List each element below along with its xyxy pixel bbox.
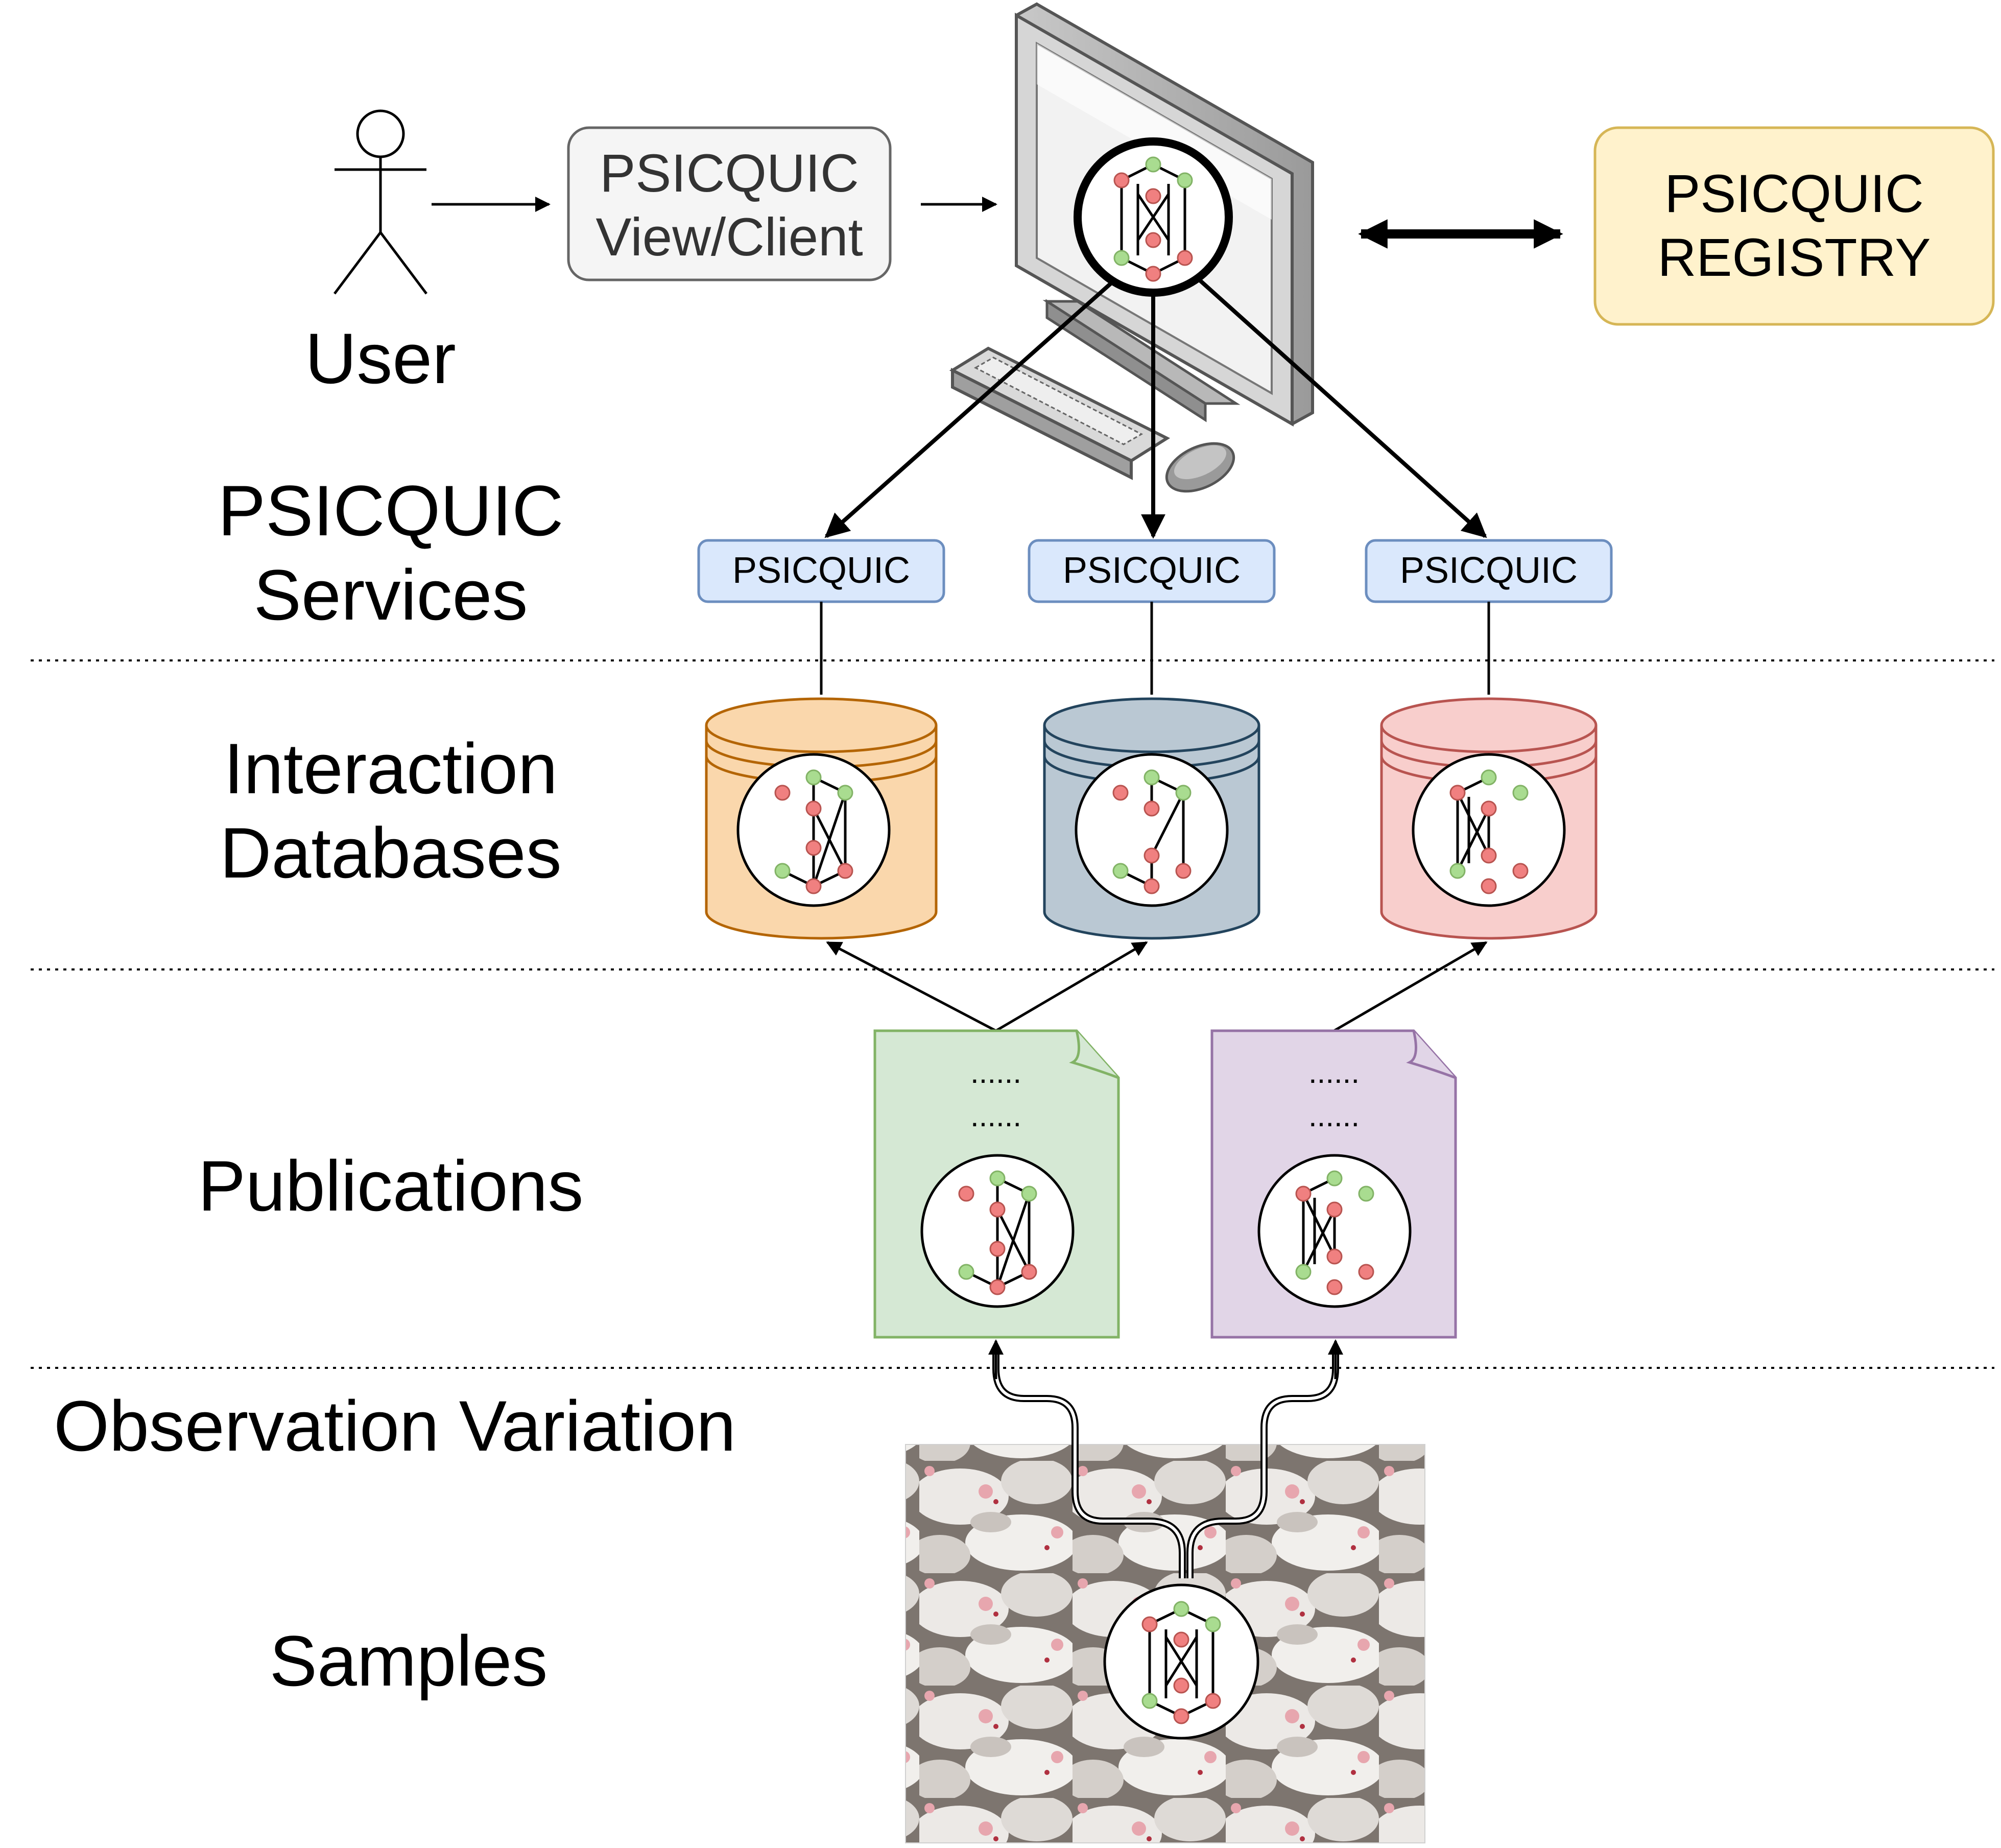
database-2-network-icon [1075,753,1229,907]
service-box-1[interactable]: PSICQUIC [697,539,945,603]
layer-label-databases-line1: Interaction [224,728,558,809]
service-box-2[interactable]: PSICQUIC [1028,539,1276,603]
client-label-line1: PSICQUIC [600,144,859,203]
experiment-arrows [994,1348,1337,1578]
client-label-line2: View/Client [595,207,863,267]
publication-1-text-line2: ...... [970,1099,1021,1133]
publication-1-text-line1: ...... [970,1055,1021,1089]
publication-2-network-icon [1257,1154,1412,1308]
query-arrows [824,277,1487,539]
service-box-3[interactable]: PSICQUIC [1365,539,1613,603]
layer-label-services-line1: PSICQUIC [218,470,564,551]
service-label-1: PSICQUIC [732,550,910,591]
curation-arrow-2 [995,941,1148,1032]
experiment-arrowheads [988,1339,1343,1379]
samples-network-icon [1103,1583,1259,1740]
experiment-arrow-1 [994,1348,1184,1578]
layer-label-databases-line2: Databases [220,813,561,893]
curation-arrow-1 [826,941,997,1032]
service-label-3: PSICQUIC [1400,550,1578,591]
curation-arrow-3 [1333,941,1488,1032]
service-database-connectors [820,602,1490,695]
publication-2-text-line2: ...... [1308,1099,1360,1133]
layer-label-services-line2: Services [254,555,528,635]
publication-2-text-line1: ...... [1308,1055,1360,1089]
registry-label-line2: REGISTRY [1658,228,1931,288]
query-arrow-1 [824,282,1112,538]
service-label-2: PSICQUIC [1063,550,1241,591]
registry-label-line1: PSICQUIC [1664,164,1924,224]
layer-separators [31,659,1994,1369]
layer-label-observation-variation: Observation Variation [54,1386,736,1466]
user-stick-figure-icon [334,109,427,295]
publication-1-network-icon [920,1154,1075,1308]
database-3-network-icon [1412,753,1566,907]
psicquic-client-box[interactable]: PSICQUIC View/Client [567,126,892,281]
user-label: User [305,318,456,398]
central-network-icon [1074,137,1233,297]
layer-label-publications: Publications [198,1146,584,1226]
curation-arrows [826,941,1488,1032]
query-arrow-3 [1196,277,1487,538]
psicquic-registry-box[interactable]: PSICQUIC REGISTRY [1593,126,1995,326]
layer-label-samples: Samples [270,1621,548,1701]
database-1-network-icon [736,753,891,907]
experiment-arrow-2 [1188,1348,1337,1578]
